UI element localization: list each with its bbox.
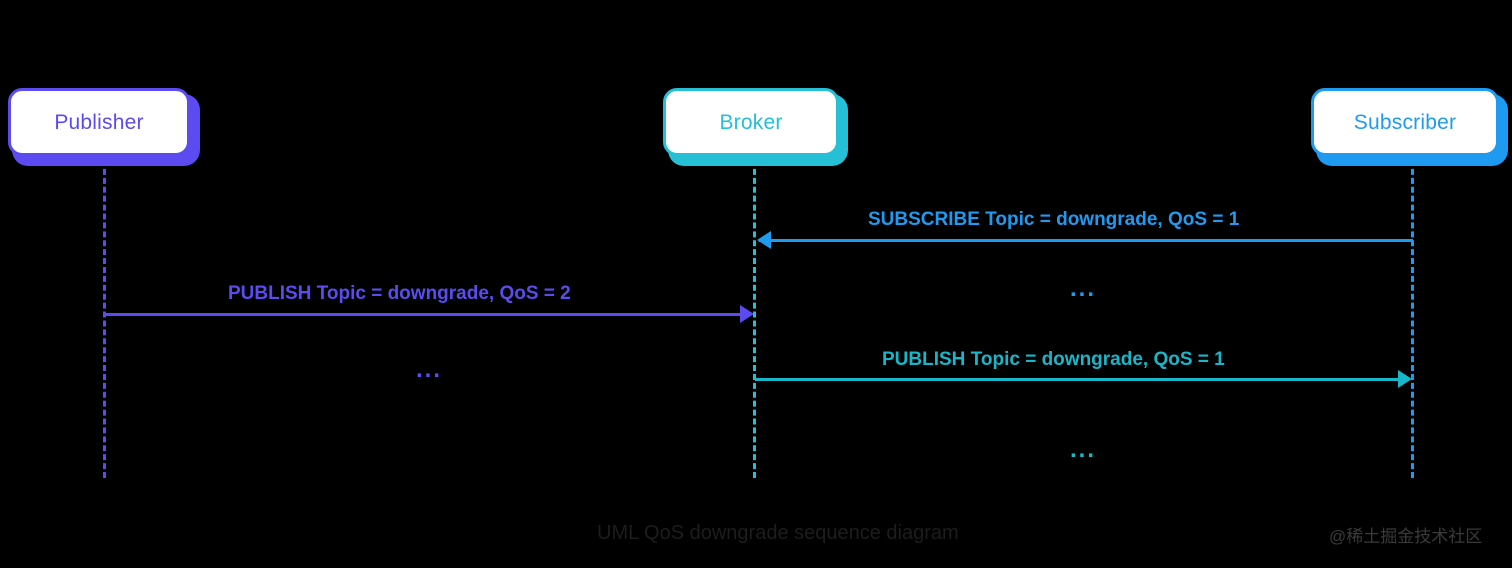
participant-label-broker: Broker bbox=[719, 110, 783, 134]
message-label-publish-qos1: PUBLISH Topic = downgrade, QoS = 1 bbox=[882, 349, 1225, 370]
lifeline-subscriber bbox=[1411, 160, 1414, 478]
participant-label-publisher: Publisher bbox=[54, 110, 144, 134]
ellipsis-subscribe: ... bbox=[1070, 275, 1097, 302]
ellipsis-publish-publisher: ... bbox=[416, 356, 443, 383]
lifeline-publisher bbox=[103, 160, 106, 478]
message-label-publish-qos2: PUBLISH Topic = downgrade, QoS = 2 bbox=[228, 283, 571, 304]
participant-box-subscriber[interactable]: Subscriber bbox=[1311, 88, 1499, 156]
diagram-caption: UML QoS downgrade sequence diagram bbox=[597, 522, 959, 544]
ellipsis-publish-subscriber: ... bbox=[1070, 436, 1097, 463]
message-arrowhead-publish-qos1 bbox=[1398, 370, 1412, 388]
message-line-publish-qos1 bbox=[755, 378, 1398, 381]
participant-box-broker[interactable]: Broker bbox=[663, 88, 839, 156]
message-arrowhead-publish-qos2 bbox=[740, 305, 754, 323]
lifeline-broker bbox=[753, 160, 756, 478]
watermark: @稀土掘金技术社区 bbox=[1329, 527, 1483, 546]
message-arrowhead-subscribe bbox=[757, 231, 771, 249]
participant-label-subscriber: Subscriber bbox=[1353, 110, 1457, 134]
message-line-publish-qos2 bbox=[104, 313, 740, 316]
message-label-subscribe: SUBSCRIBE Topic = downgrade, QoS = 1 bbox=[868, 209, 1240, 230]
message-line-subscribe bbox=[759, 239, 1413, 242]
participant-box-publisher[interactable]: Publisher bbox=[8, 88, 190, 156]
